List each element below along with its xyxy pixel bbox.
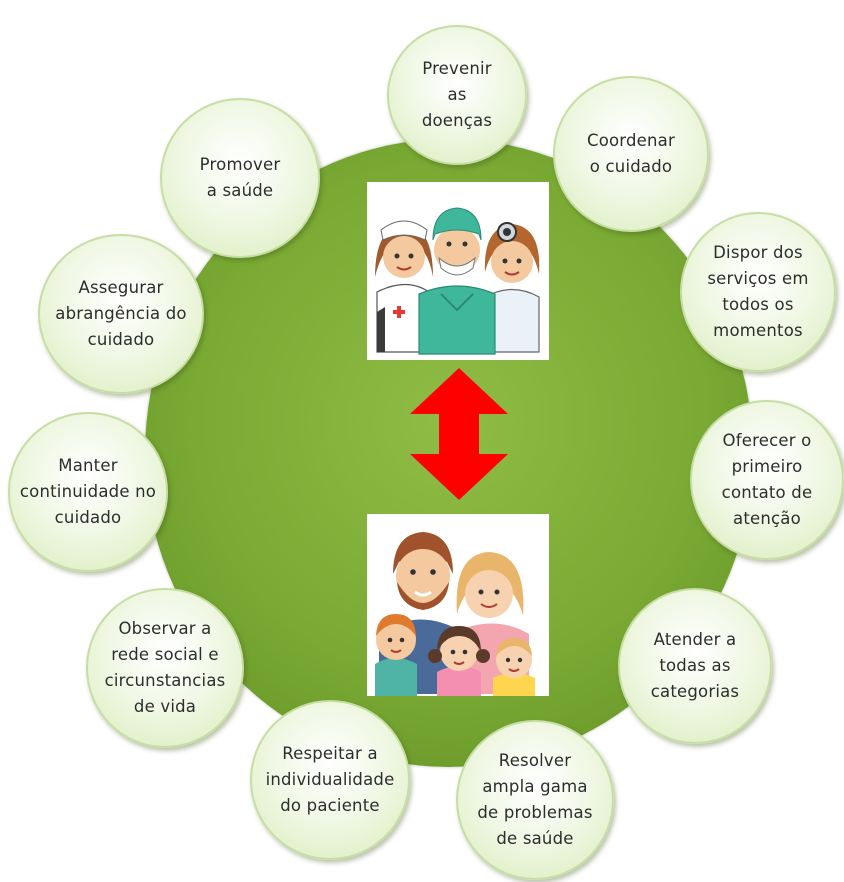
- node-assegurar-abrangencia: Assegurar abrangência do cuidado: [38, 234, 204, 394]
- node-label: Oferecer o primeiro contato de atenção: [721, 431, 813, 528]
- node-label: Atender a todas as categorias: [650, 630, 740, 701]
- node-label: Dispor dos serviços em todos os momentos: [707, 243, 809, 340]
- doctors-illustration-icon: [375, 207, 540, 355]
- node-label: Assegurar abrangência do cuidado: [55, 278, 187, 349]
- node-observar-rede-social: Observar a rede social e circunstancias …: [86, 588, 244, 748]
- node-label: Prevenir as doenças: [421, 59, 493, 130]
- node-dispor-servicos: Dispor dos serviços em todos os momentos: [680, 212, 836, 372]
- node-label: Promover a saúde: [199, 155, 281, 200]
- family-image: [367, 514, 549, 696]
- node-prevenir-doencas: Prevenir as doenças: [387, 25, 527, 165]
- node-label: Respeitar a individualidade do paciente: [265, 744, 395, 815]
- node-oferecer-primeiro-contato: Oferecer o primeiro contato de atenção: [690, 400, 844, 560]
- node-respeitar-individualidade: Respeitar a individualidade do paciente: [250, 700, 410, 860]
- node-coordenar-cuidado: Coordenar o cuidado: [553, 76, 709, 232]
- node-label: Coordenar o cuidado: [587, 131, 675, 176]
- node-manter-continuidade: Manter continuidade no cuidado: [8, 412, 168, 572]
- node-label: Observar a rede social e circunstancias …: [104, 619, 226, 716]
- node-atender-categorias: Atender a todas as categorias: [618, 588, 772, 744]
- health-professionals-image: [367, 182, 549, 360]
- double-arrow-icon: [410, 368, 508, 500]
- family-illustration-icon: [375, 532, 535, 696]
- node-label: Resolver ampla gama de problemas de saúd…: [477, 751, 593, 848]
- node-resolver-problemas: Resolver ampla gama de problemas de saúd…: [456, 720, 614, 880]
- node-label: Manter continuidade no cuidado: [19, 456, 157, 527]
- node-promover-saude: Promover a saúde: [160, 98, 320, 258]
